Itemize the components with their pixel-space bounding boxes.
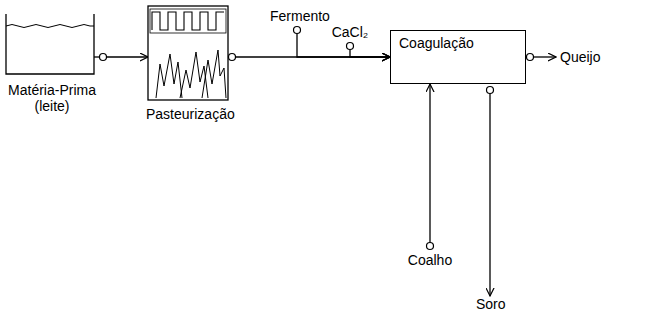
flow-arrow <box>429 84 430 243</box>
input-terminal: Coalho <box>405 240 455 268</box>
terminal-circle <box>405 240 455 252</box>
node-label: Pasteurização <box>146 106 232 122</box>
outlet-circle <box>487 87 494 94</box>
node-label: Matéria-Prima (leite) <box>4 82 100 114</box>
terminal-circle <box>270 24 324 36</box>
box-title: Coagulação <box>399 35 517 51</box>
node-label: Queijo <box>560 49 600 65</box>
output-label: Soro <box>472 296 506 312</box>
node-label: Fermento <box>270 8 324 24</box>
flow-arrow <box>534 56 557 57</box>
output-label: Queijo <box>556 49 600 65</box>
pasteurizer-outline <box>146 4 236 102</box>
flow-arrow <box>489 94 490 297</box>
input-terminal: Fermento <box>270 8 324 36</box>
flow-arrow <box>350 50 390 58</box>
node-label: Soro <box>476 296 506 312</box>
input-terminal: CaCl₂ <box>330 24 370 52</box>
storage-tank: Matéria-Prima (leite) <box>4 12 108 114</box>
tank-outline <box>4 12 108 78</box>
node-label: Coalho <box>405 252 455 268</box>
pasteurizer: Pasteurização <box>146 4 236 122</box>
process-box: Coagulação <box>390 30 526 84</box>
terminal-circle <box>330 40 370 52</box>
flow-arrow <box>107 56 149 57</box>
node-label: CaCl₂ <box>330 24 370 40</box>
outlet-circle <box>527 54 534 61</box>
